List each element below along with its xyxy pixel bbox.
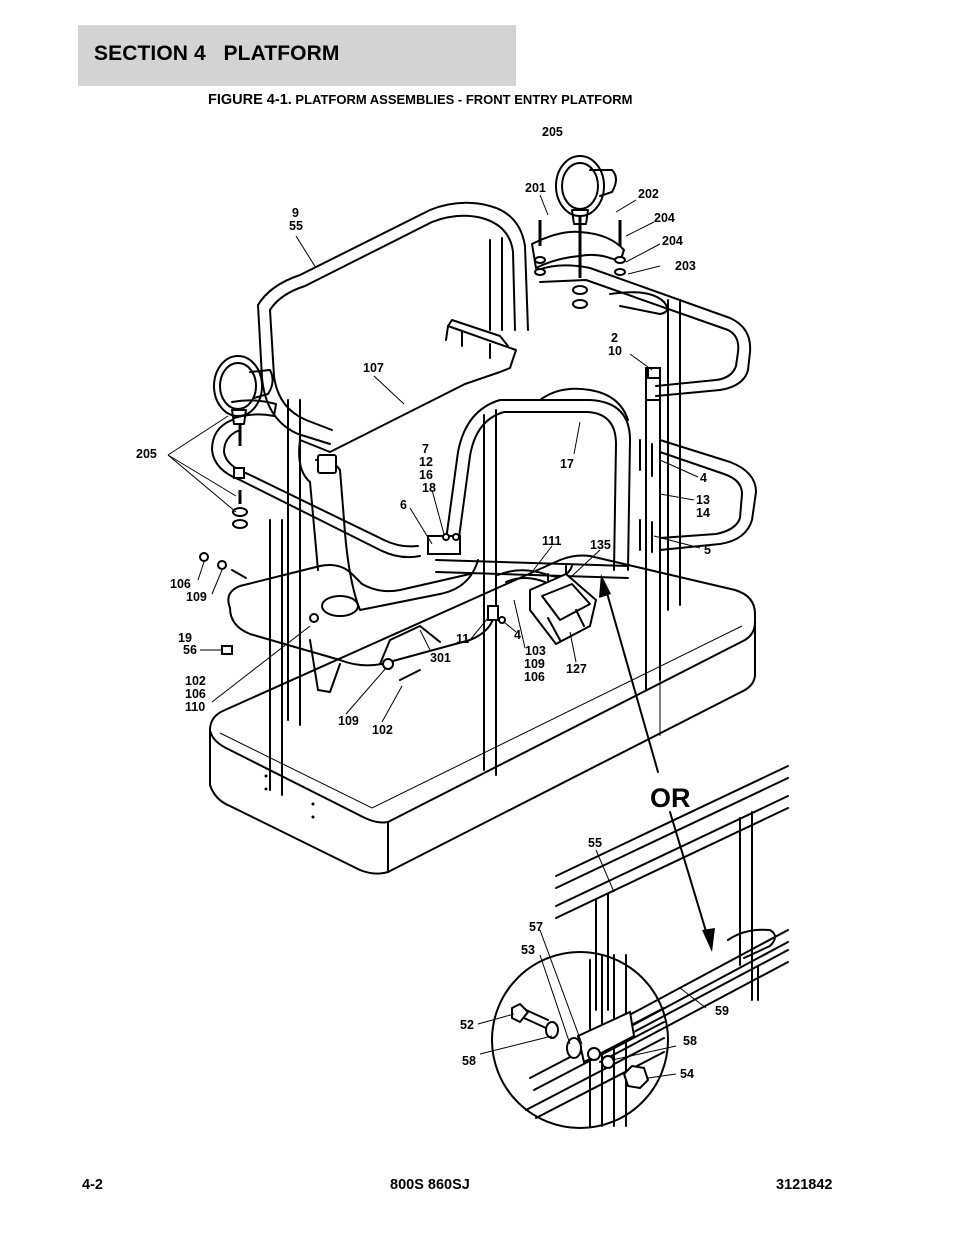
callout-13: 13 bbox=[696, 493, 710, 507]
gate-detail-drawing bbox=[491, 765, 789, 1129]
callout-109-b: 109 bbox=[524, 657, 545, 671]
model-number: 800S 860SJ bbox=[390, 1177, 470, 1193]
callout-103: 103 bbox=[525, 644, 546, 658]
callout-16: 16 bbox=[419, 468, 433, 482]
callout-109-c: 109 bbox=[338, 714, 359, 728]
callout-labels: 205 201 202 204 204 203 9 55 2 10 107 20… bbox=[136, 125, 729, 1081]
callout-111: 111 bbox=[542, 534, 562, 548]
or-label: OR bbox=[650, 783, 691, 813]
or-arrows: OR bbox=[599, 574, 715, 952]
callout-106-b: 106 bbox=[524, 670, 545, 684]
callout-59: 59 bbox=[715, 1004, 729, 1018]
callout-11: 11 bbox=[456, 632, 469, 646]
callout-106-a: 106 bbox=[170, 577, 191, 591]
leader-lines bbox=[167, 194, 707, 1079]
callout-9: 9 bbox=[292, 206, 299, 220]
callout-201: 201 bbox=[525, 181, 546, 195]
callout-17: 17 bbox=[560, 457, 574, 471]
callout-55-detail: 55 bbox=[588, 836, 602, 850]
callout-7: 7 bbox=[422, 442, 429, 456]
callout-135: 135 bbox=[590, 538, 611, 552]
part-number: 3121842 bbox=[776, 1177, 833, 1193]
callout-2: 2 bbox=[611, 331, 618, 345]
callout-5: 5 bbox=[704, 543, 711, 557]
platform-basket-drawing bbox=[199, 155, 757, 875]
figure-caption: FIGURE 4-1. PLATFORM ASSEMBLIES - FRONT … bbox=[208, 92, 632, 108]
callout-6: 6 bbox=[400, 498, 407, 512]
figure-caption-text: PLATFORM ASSEMBLIES - FRONT ENTRY PLATFO… bbox=[291, 92, 633, 107]
section-header-bar: SECTION 4 PLATFORM bbox=[78, 25, 516, 86]
callout-56: 56 bbox=[183, 643, 197, 657]
callout-53: 53 bbox=[521, 943, 535, 957]
callout-110: 110 bbox=[185, 700, 205, 714]
callout-55-top: 55 bbox=[289, 219, 303, 233]
figure-caption-prefix: FIGURE 4-1. bbox=[208, 92, 292, 108]
callout-203: 203 bbox=[675, 259, 696, 273]
callout-127: 127 bbox=[566, 662, 587, 676]
callout-102-b: 102 bbox=[372, 723, 393, 737]
callout-58-a: 58 bbox=[462, 1054, 476, 1068]
callout-54: 54 bbox=[680, 1067, 694, 1081]
callout-109-a: 109 bbox=[186, 590, 207, 604]
callout-18: 18 bbox=[422, 481, 436, 495]
callout-205-top: 205 bbox=[542, 125, 563, 139]
callout-204-b: 204 bbox=[662, 234, 683, 248]
callout-202: 202 bbox=[638, 187, 659, 201]
callout-102-a: 102 bbox=[185, 674, 206, 688]
callout-204-a: 204 bbox=[654, 211, 675, 225]
callout-107: 107 bbox=[363, 361, 384, 375]
callout-14: 14 bbox=[696, 506, 710, 520]
callout-57: 57 bbox=[529, 920, 543, 934]
callout-10: 10 bbox=[608, 344, 622, 358]
callout-58-b: 58 bbox=[683, 1034, 697, 1048]
callout-205-left: 205 bbox=[136, 447, 157, 461]
callout-301: 301 bbox=[430, 651, 451, 665]
callout-12: 12 bbox=[419, 455, 433, 469]
section-title: SECTION 4 PLATFORM bbox=[94, 42, 340, 65]
callout-4-right: 4 bbox=[700, 471, 707, 485]
callout-52: 52 bbox=[460, 1018, 474, 1032]
callout-19: 19 bbox=[178, 631, 192, 645]
callout-106-c: 106 bbox=[185, 687, 206, 701]
callout-4-mid: 4 bbox=[514, 628, 521, 642]
page-number: 4-2 bbox=[82, 1177, 103, 1193]
